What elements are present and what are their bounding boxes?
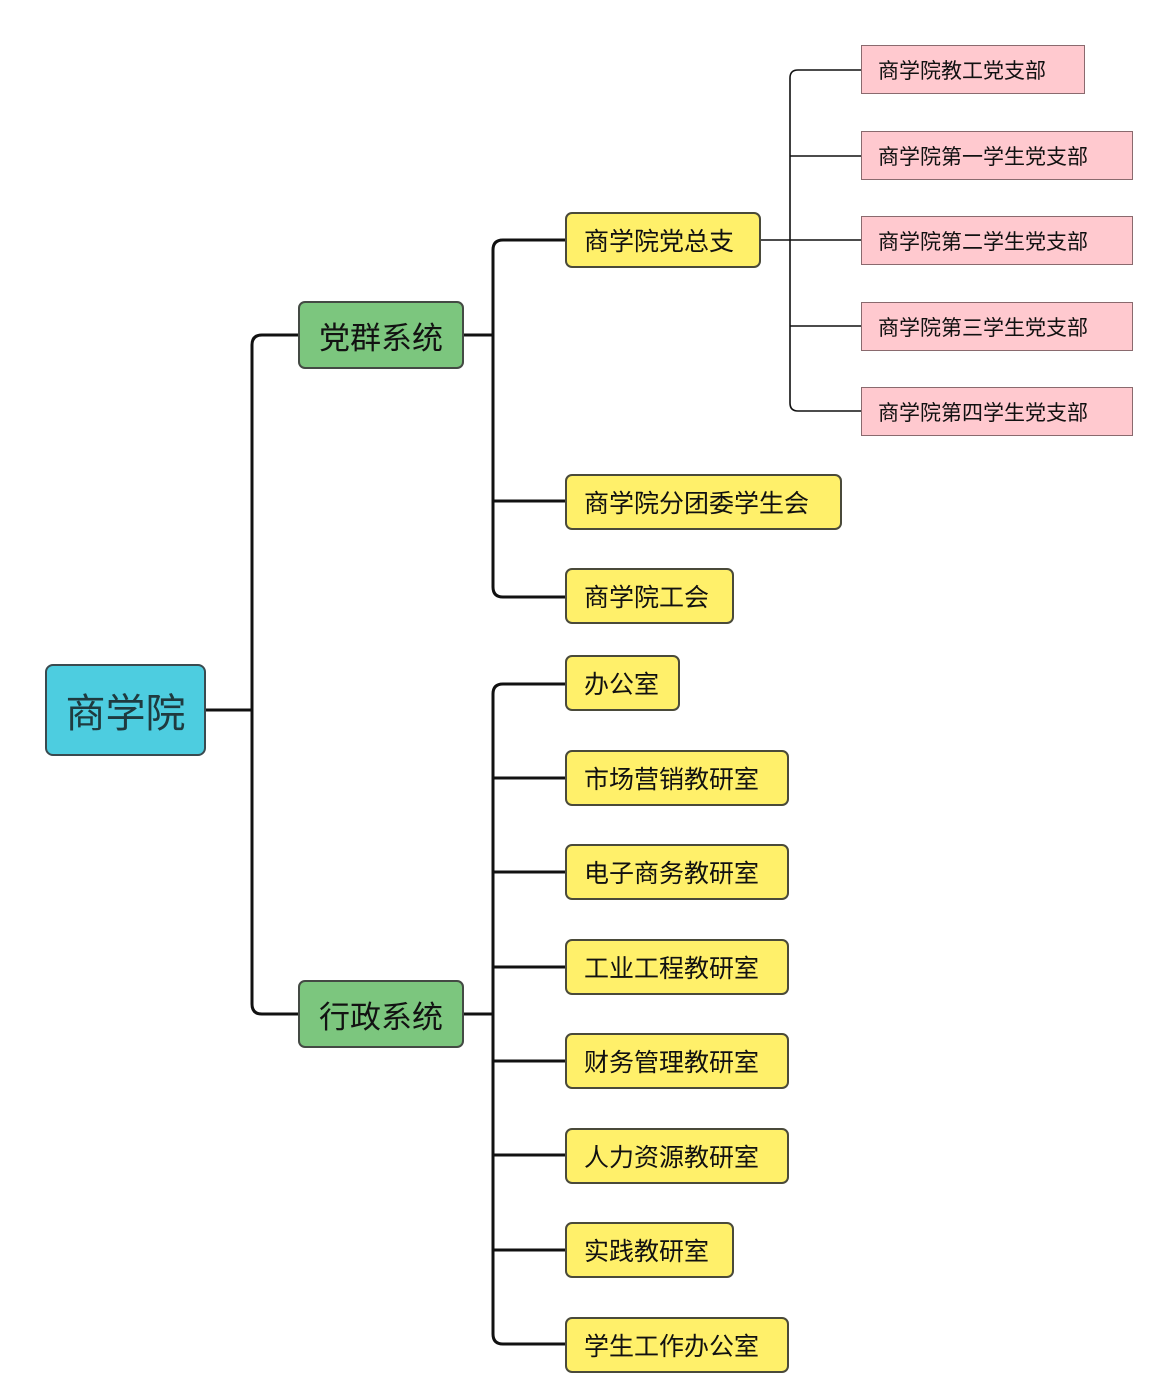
connector-root-vertical: [250, 333, 263, 1016]
admin-unit-node: 电子商务教研室: [565, 844, 789, 900]
party-branch-node: 商学院教工党支部: [861, 45, 1085, 94]
admin-unit-node: 工业工程教研室: [565, 939, 789, 995]
connector-party-vertical: [491, 238, 504, 599]
connector-admin-vertical: [491, 682, 504, 1346]
party-system-node: 党群系统: [298, 301, 464, 369]
admin-unit-node: 市场营销教研室: [565, 750, 789, 806]
party-branch-node: 商学院第一学生党支部: [861, 131, 1133, 180]
admin-unit-node: 财务管理教研室: [565, 1033, 789, 1089]
party-unit-node: 商学院党总支: [565, 212, 761, 268]
admin-system-node: 行政系统: [298, 980, 464, 1048]
admin-unit-node: 学生工作办公室: [565, 1317, 789, 1373]
admin-unit-node: 人力资源教研室: [565, 1128, 789, 1184]
party-branch-node: 商学院第二学生党支部: [861, 216, 1133, 265]
admin-unit-node: 实践教研室: [565, 1222, 734, 1278]
party-branch-node: 商学院第四学生党支部: [861, 387, 1133, 436]
admin-unit-node: 办公室: [565, 655, 680, 711]
root-node: 商学院: [45, 664, 206, 756]
party-unit-node: 商学院分团委学生会: [565, 474, 842, 530]
party-branch-node: 商学院第三学生党支部: [861, 302, 1133, 351]
party-unit-node: 商学院工会: [565, 568, 734, 624]
